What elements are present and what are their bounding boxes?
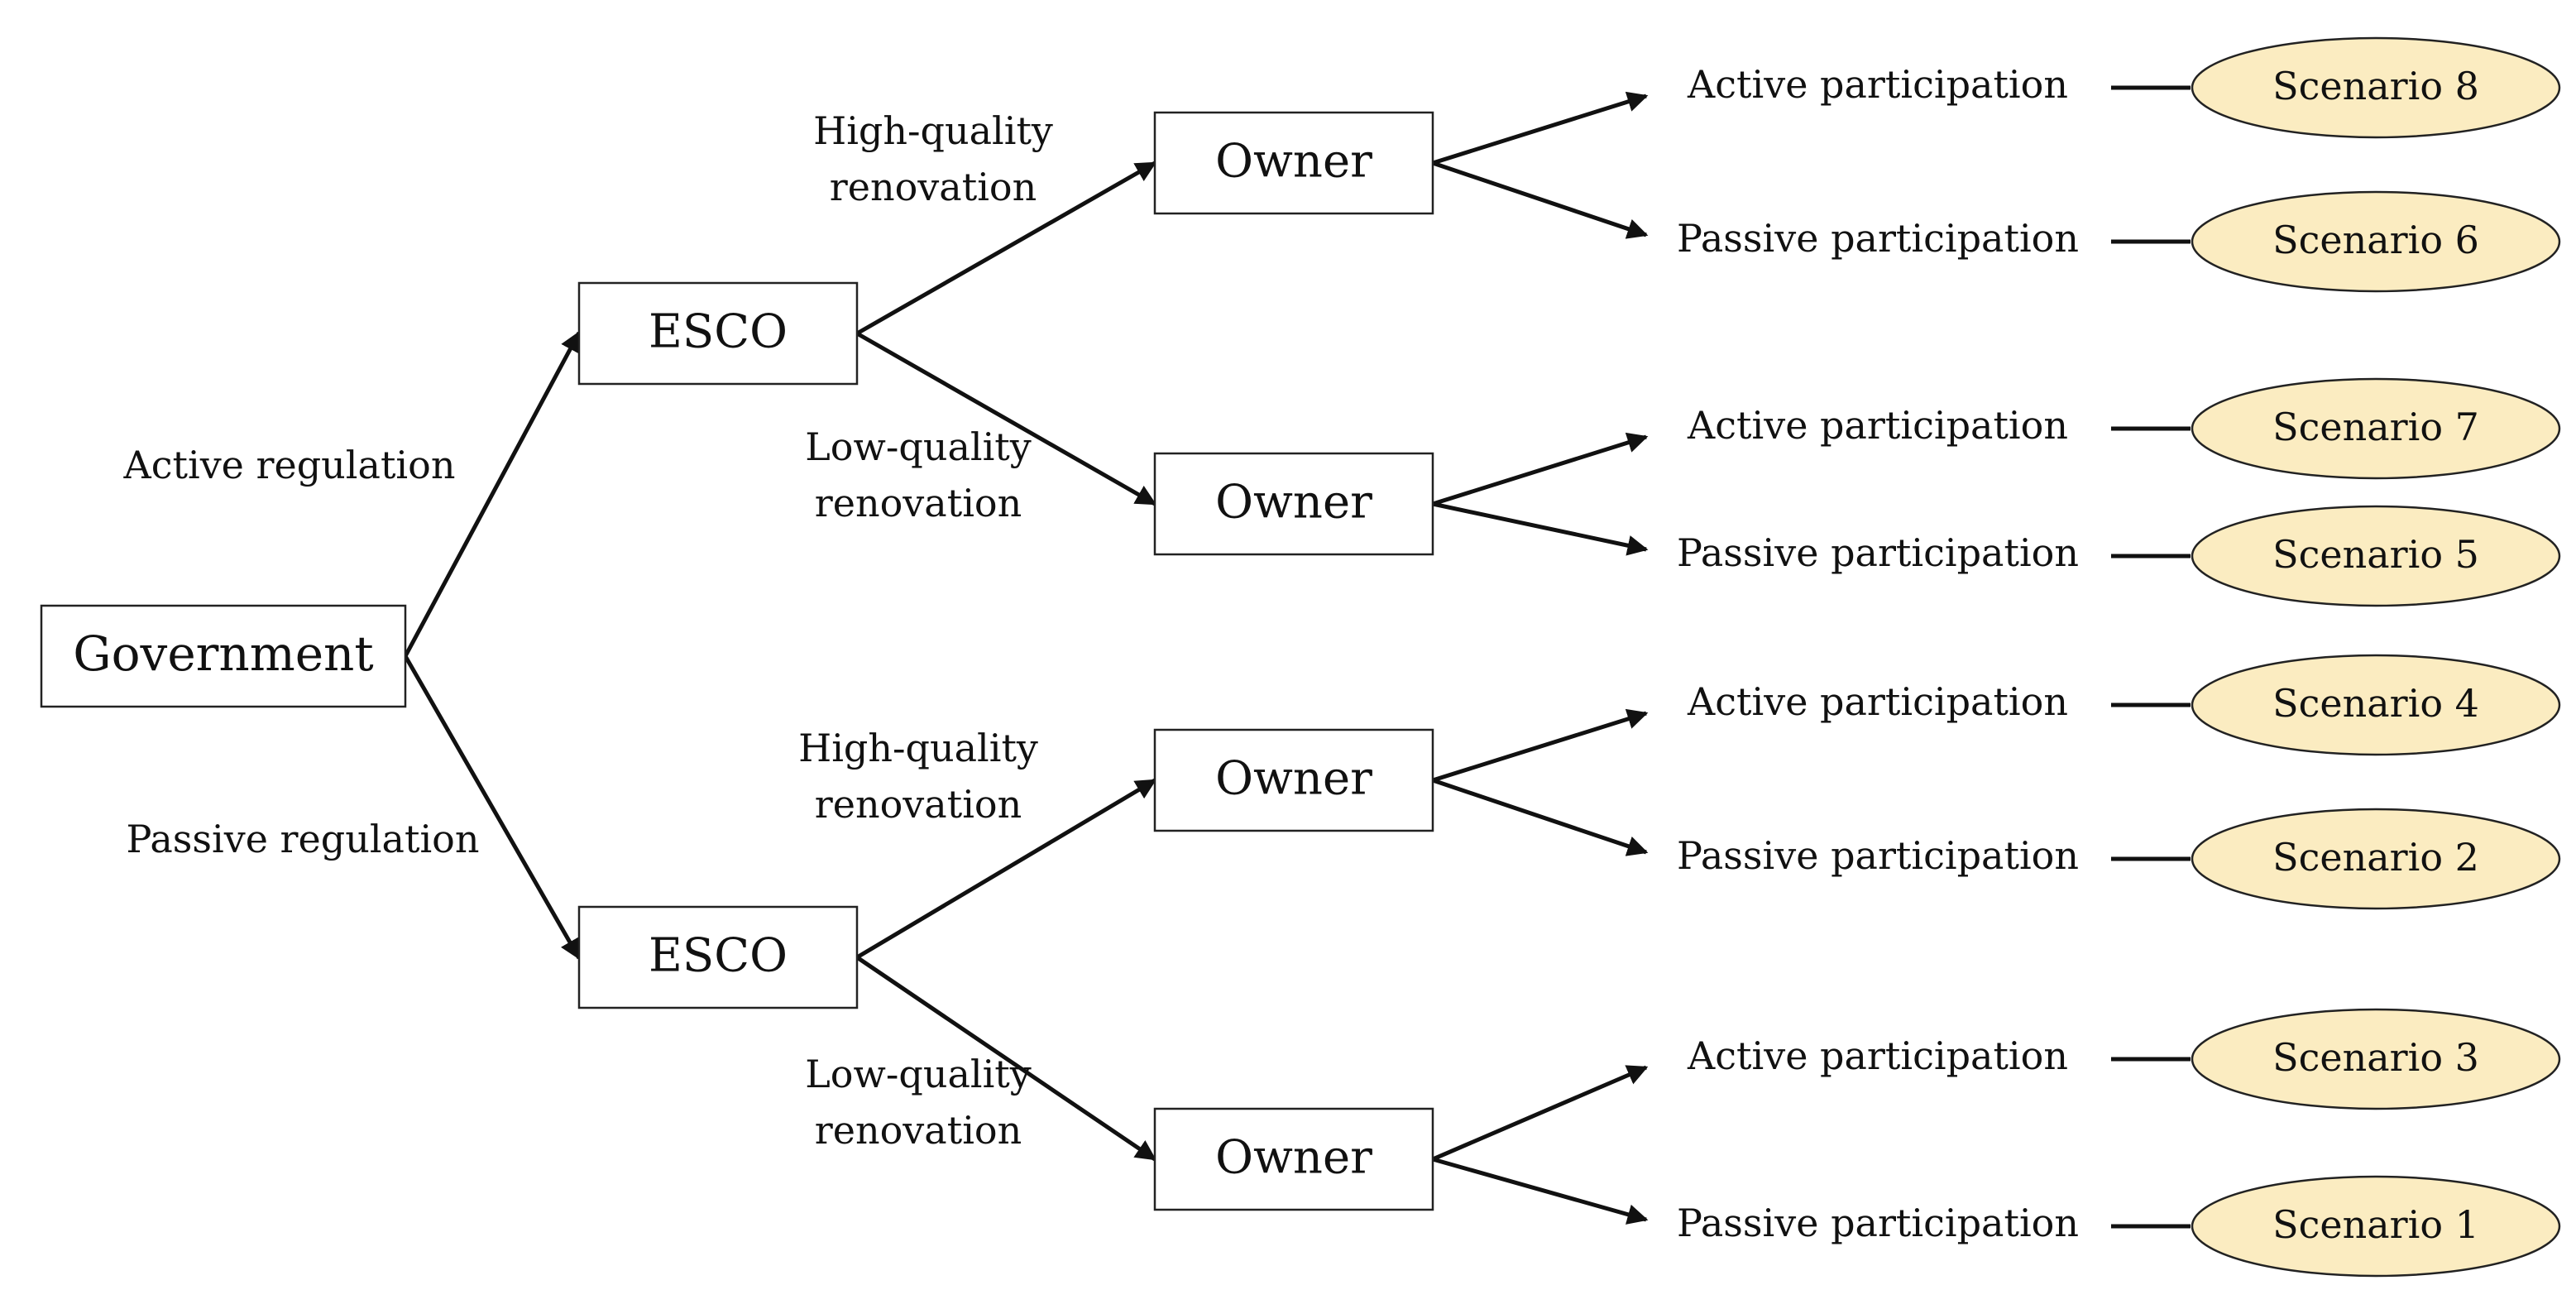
renovation-label-line2-2-1: renovation xyxy=(815,782,1022,827)
owner-node-2-1 xyxy=(1153,728,1434,832)
scenario-label-2-2-1: Scenario 3 xyxy=(2272,1035,2479,1080)
owner-label-2-2: Owner xyxy=(1215,1131,1372,1185)
renovation-label-line1-1-2: Low-quality xyxy=(805,424,1032,469)
scenario-node-1-1-2 xyxy=(2191,190,2561,293)
scenario-label-2-2-2: Scenario 1 xyxy=(2272,1202,2479,1247)
arrow-owner-to-participation-1-2-1 xyxy=(1432,432,1649,506)
esco-label-1: ESCO xyxy=(649,305,788,359)
owner-node-1-2 xyxy=(1153,452,1434,556)
arrow-esco-1-to-owner-1 xyxy=(855,161,1157,336)
government-label: Government xyxy=(73,626,373,682)
regulation-label-1: Active regulation xyxy=(123,443,456,487)
scenario-label-1-1-2: Scenario 6 xyxy=(2272,218,2479,262)
owner-node-2-2 xyxy=(1153,1107,1434,1211)
edge-layer xyxy=(403,85,2191,1229)
renovation-label-line1-2-2: Low-quality xyxy=(805,1052,1032,1096)
renovation-label-line2-1-2: renovation xyxy=(815,481,1022,525)
esco-node-1 xyxy=(577,281,859,386)
scenario-label-1-1-1: Scenario 8 xyxy=(2272,64,2479,108)
scenario-node-2-1-2 xyxy=(2191,808,2561,910)
arrow-owner-to-participation-2-2-1 xyxy=(1432,1065,1649,1162)
scenario-label-1-2-2: Scenario 5 xyxy=(2272,532,2479,577)
esco-node-2 xyxy=(577,905,859,1009)
arrow-owner-to-participation-2-1-1 xyxy=(1432,708,1649,783)
arrow-owner-to-participation-1-1-2 xyxy=(1432,161,1649,239)
arrow-government-to-esco-1 xyxy=(403,330,582,658)
participation-label-2-1-1: Active participation xyxy=(1687,679,2068,724)
arrow-owner-to-participation-2-1-2 xyxy=(1432,778,1649,856)
regulation-label-2: Passive regulation xyxy=(126,817,479,861)
owner-label-1-1: Owner xyxy=(1215,135,1372,189)
arrow-esco-1-to-owner-2 xyxy=(855,331,1157,506)
participation-label-2-2-1: Active participation xyxy=(1687,1033,2068,1078)
scenario-node-1-1-1 xyxy=(2191,36,2561,139)
esco-label-2: ESCO xyxy=(649,929,788,983)
scenario-label-1-2-1: Scenario 7 xyxy=(2272,405,2479,449)
arrow-owner-to-participation-2-2-2 xyxy=(1432,1157,1649,1225)
arrow-owner-to-participation-1-1-1 xyxy=(1432,91,1649,165)
renovation-label-line2-2-2: renovation xyxy=(815,1108,1022,1153)
owner-node-1-1 xyxy=(1153,111,1434,215)
node-layer xyxy=(40,36,2561,1278)
renovation-label-line1-1-1: High-quality xyxy=(813,108,1053,153)
government-node xyxy=(40,604,407,708)
scenario-node-1-2-2 xyxy=(2191,505,2561,607)
participation-label-1-2-1: Active participation xyxy=(1687,403,2068,448)
participation-label-1-2-2: Passive participation xyxy=(1677,530,2079,575)
participation-label-1-1-1: Active participation xyxy=(1687,62,2068,107)
scenario-node-2-2-2 xyxy=(2191,1175,2561,1278)
scenario-node-2-2-1 xyxy=(2191,1008,2561,1110)
participation-label-2-2-2: Passive participation xyxy=(1677,1201,2079,1245)
arrow-owner-to-participation-1-2-2 xyxy=(1432,501,1649,556)
participation-label-2-1-2: Passive participation xyxy=(1677,833,2079,878)
owner-label-1-2: Owner xyxy=(1215,476,1372,530)
owner-label-2-1: Owner xyxy=(1215,752,1372,806)
arrow-esco-2-to-owner-2 xyxy=(855,955,1157,1162)
participation-label-1-1-2: Passive participation xyxy=(1677,216,2079,261)
scenario-label-2-1-1: Scenario 4 xyxy=(2272,681,2479,726)
arrow-esco-2-to-owner-1 xyxy=(855,778,1157,960)
arrow-government-to-esco-2 xyxy=(403,654,582,961)
renovation-label-line1-2-1: High-quality xyxy=(798,726,1038,770)
scenario-label-2-1-2: Scenario 2 xyxy=(2272,835,2479,880)
scenario-node-2-1-1 xyxy=(2191,654,2561,756)
renovation-label-line2-1-1: renovation xyxy=(830,165,1037,209)
scenario-node-1-2-1 xyxy=(2191,377,2561,480)
